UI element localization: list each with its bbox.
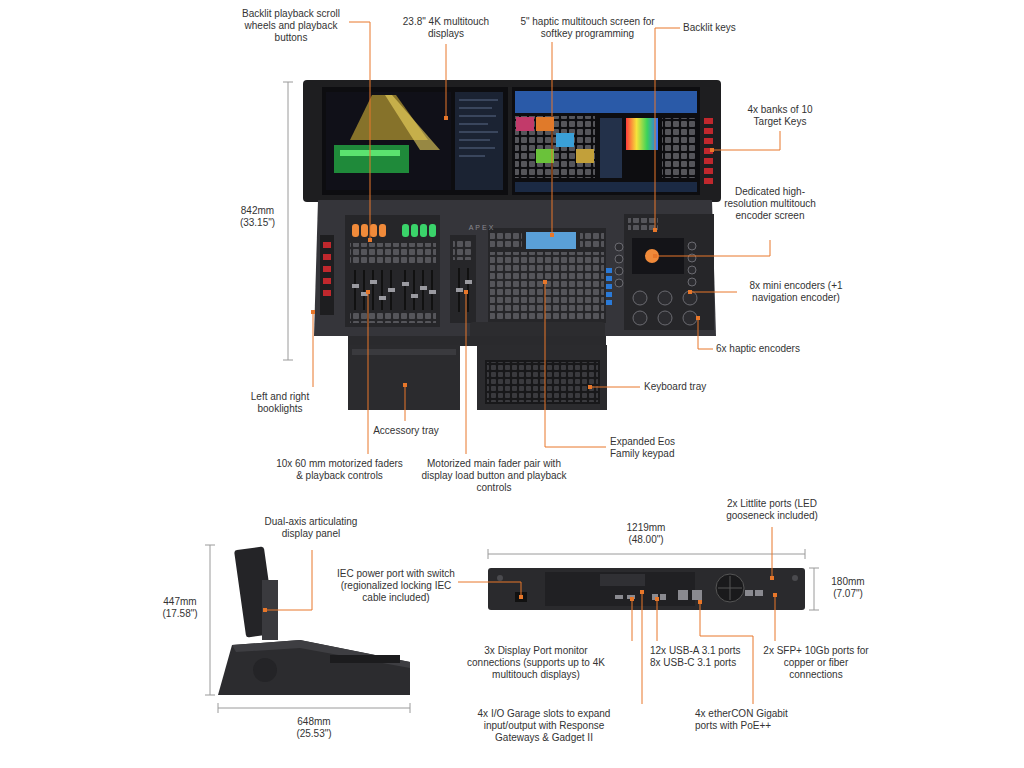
leader-lines [265,22,780,704]
console-front [303,80,721,410]
callout-label: 4x etherCON Gigabit ports with PoE++ [695,708,807,732]
dimension-label: 1219mm (48.00") [617,522,675,546]
callout-label: 12x USB-A 3.1 ports 8x USB-C 3.1 ports [650,645,748,669]
console-rear-view [488,568,805,610]
dimension-lines [205,82,819,713]
callout-label: Dual-axis articulating display panel [255,516,367,540]
callout-label: 2x Littlite ports (LED gooseneck include… [710,498,834,522]
callout-label: 5" haptic multitouch screen for softkey … [505,16,670,40]
callout-label: 4x I/O Garage slots to expand input/outp… [474,708,614,744]
callout-label: 4x banks of 10 Target Keys [738,104,822,128]
callout-label: Backlit playback scroll wheels and playb… [235,8,347,44]
dimension-label: 842mm (33.15") [230,205,285,229]
dimension-label: 180mm (7.07") [822,576,874,600]
callout-label: 8x mini encoders (+1 navigation encoder) [740,280,852,304]
brand-text: APEX [460,223,504,232]
callout-label: 3x Display Port monitor connections (sup… [458,645,614,681]
callout-label: 6x haptic encoders [716,343,821,355]
callout-label: Dedicated high-resolution multitouch enc… [722,186,818,222]
dimension-label: 648mm (25.53") [286,716,342,740]
callout-label: Backlit keys [683,22,758,34]
callout-label: 2x SFP+ 10Gb ports for copper or fiber c… [762,645,870,681]
callout-label: 23.8" 4K multitouch displays [398,16,494,40]
callout-label: Motorized main fader pair with display l… [420,458,568,494]
callout-label: Keyboard tray [644,381,728,393]
callout-label: Accessory tray [364,425,448,437]
callout-label: IEC power port with switch (regionalized… [336,568,456,604]
callout-label: 10x 60 mm motorized faders & playback co… [272,458,407,482]
callout-label: Left and right booklights [238,391,322,415]
dimension-label: 447mm (17.58") [154,596,206,620]
callout-label: Expanded Eos Family keypad [610,436,706,460]
